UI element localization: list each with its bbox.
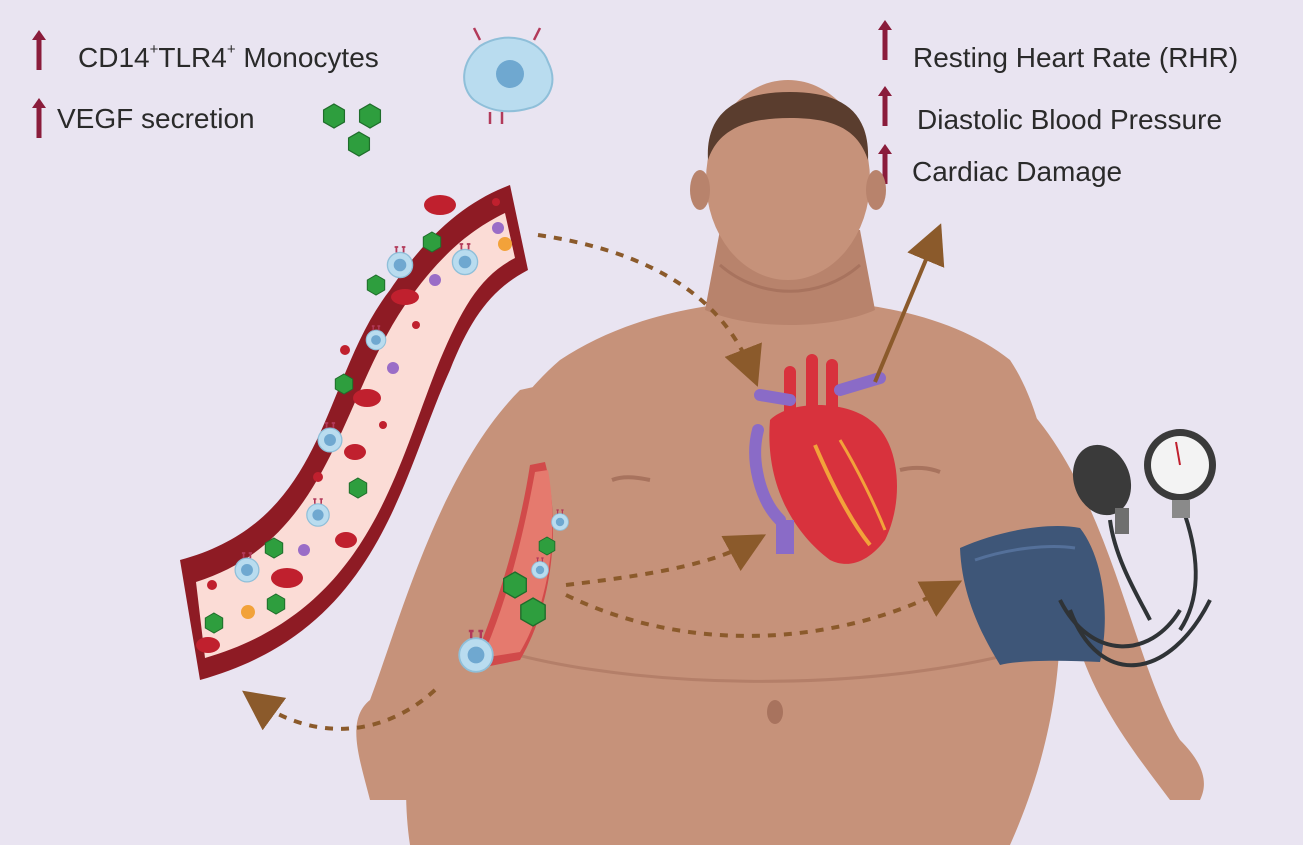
- monocyte-icon: [464, 28, 552, 124]
- vegf-hexagon-icon: [324, 104, 381, 156]
